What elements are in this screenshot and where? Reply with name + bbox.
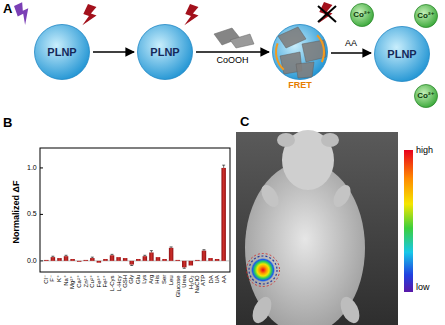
- panel-letter: B: [3, 116, 12, 130]
- quenched-particle: FRET: [272, 24, 328, 80]
- fret-label: FRET: [272, 81, 328, 91]
- particle-circle: PLNP: [34, 24, 90, 80]
- category-label: K⁺: [56, 275, 63, 282]
- category-label: Ca²⁺: [76, 275, 83, 288]
- category-label: DA: [207, 275, 214, 283]
- category-label: Cl⁻: [43, 275, 50, 284]
- axis-title: Normalized ΔF: [11, 180, 21, 243]
- category-label: GSH: [122, 275, 129, 288]
- color-scale-bar: [404, 150, 413, 292]
- quench-cross: [318, 6, 336, 22]
- category-label: Na⁺: [63, 275, 70, 286]
- category-label: Lys: [142, 275, 149, 284]
- category-label: L-Cys: [109, 275, 116, 291]
- luminescence-spot: [247, 254, 280, 287]
- ion-circle: Co²⁺: [350, 3, 374, 27]
- tick-label: 0.0: [27, 257, 37, 265]
- particle-label: PLNP: [387, 48, 416, 60]
- reagent-label: CoOOH: [216, 56, 250, 66]
- category-label: Fe²⁺: [102, 275, 109, 287]
- category-label: His: [155, 275, 162, 284]
- category-label: UA: [214, 275, 221, 283]
- category-label: Gly: [128, 275, 135, 284]
- reaction-arrow: [196, 51, 269, 53]
- mouse-image: [236, 130, 398, 325]
- plot-frame: [40, 148, 230, 272]
- category-label: Mg²⁺: [69, 275, 76, 289]
- category-label: Glu: [135, 275, 142, 284]
- category-label: Zn²⁺: [83, 275, 90, 287]
- tick-label: 0.5: [27, 210, 37, 218]
- ion-circle: Co²⁺: [414, 84, 438, 108]
- scale-label: low: [416, 283, 430, 293]
- panel-letter: C: [240, 115, 249, 129]
- category-label: Glucose: [174, 275, 181, 297]
- bars: [44, 165, 226, 268]
- category-label: Arg: [148, 275, 155, 284]
- category-label: Leu: [168, 275, 175, 285]
- category-label: Fe³⁺: [96, 275, 103, 287]
- ion-label: Co²⁺: [417, 92, 435, 101]
- category-label: Urea: [181, 275, 188, 288]
- ion-label: Co²⁺: [353, 11, 371, 20]
- category-label: ATP: [201, 275, 208, 286]
- ion-circle: Co²⁺: [414, 4, 438, 28]
- reagent-label: AA: [344, 39, 358, 49]
- category-label: L-Hcy: [115, 275, 122, 291]
- scale-label: high: [416, 146, 433, 156]
- particle-circle: PLNP: [137, 24, 193, 80]
- reaction-arrow: [93, 51, 134, 53]
- category-label: AA: [220, 275, 227, 283]
- cooh-nanosheet: [214, 28, 254, 48]
- category-label: NaClO: [194, 275, 201, 293]
- ion-label: Co²⁺: [417, 12, 435, 21]
- particle-label: PLNP: [150, 46, 179, 58]
- particle-label: PLNP: [47, 46, 76, 58]
- category-label: H₂O₂: [187, 275, 194, 289]
- excitation-bolt: [13, 1, 34, 26]
- bar-chart: [40, 148, 230, 272]
- category-label: Ser: [161, 275, 168, 284]
- tick-label: 1.0: [27, 164, 37, 172]
- category-label: Cu²⁺: [89, 275, 96, 288]
- node-outline: [272, 24, 328, 80]
- category-label: F⁻: [50, 275, 57, 282]
- panel-letter: A: [3, 2, 12, 16]
- reaction-arrow: [331, 52, 371, 54]
- axis-ticks: [40, 168, 230, 261]
- particle-circle: PLNP: [374, 26, 430, 82]
